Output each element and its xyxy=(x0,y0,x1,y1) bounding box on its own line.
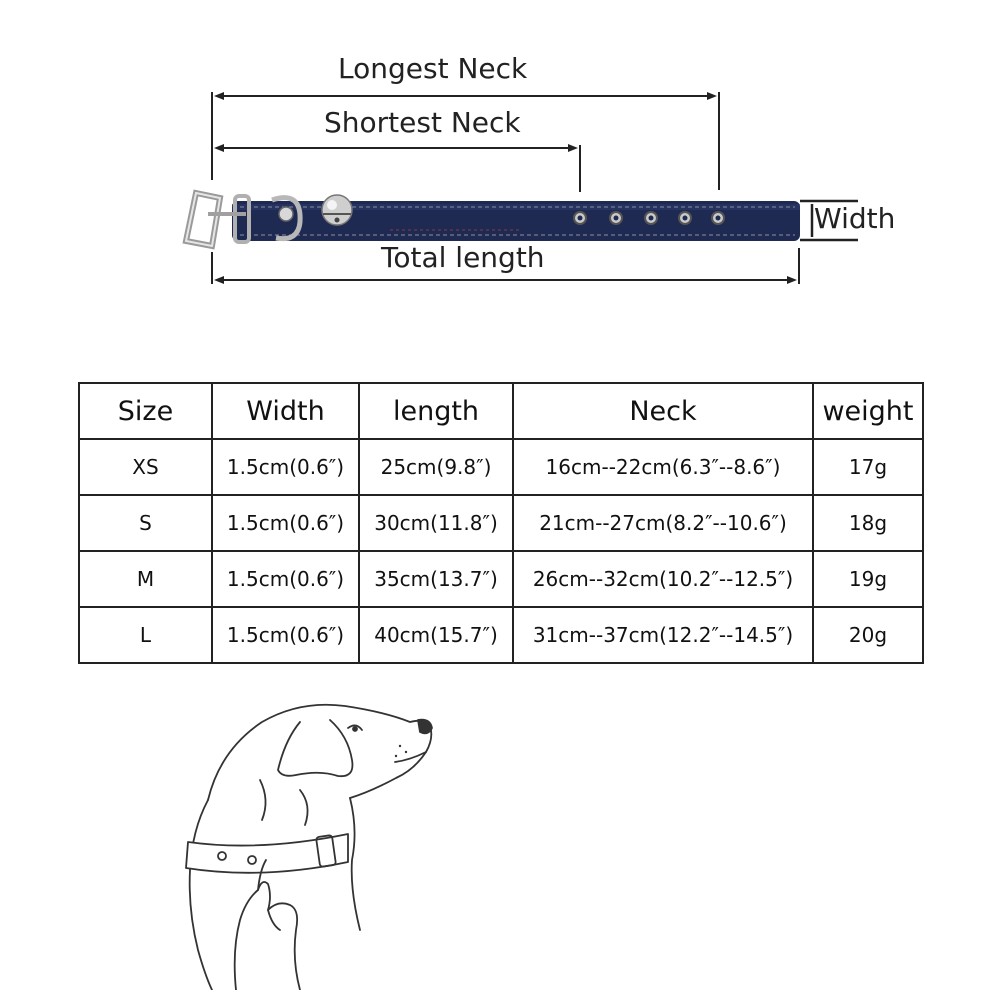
cell-length: 25cm(9.8″) xyxy=(358,438,514,496)
cell-neck: 16cm--22cm(6.3″--8.6″) xyxy=(512,438,814,496)
cell-width: 1.5cm(0.6″) xyxy=(211,550,360,608)
header-width: Width xyxy=(211,382,360,440)
cell-width: 1.5cm(0.6″) xyxy=(211,438,360,496)
cell-size: XS xyxy=(78,438,213,496)
cell-weight: 19g xyxy=(812,550,924,608)
cell-neck: 26cm--32cm(10.2″--12.5″) xyxy=(512,550,814,608)
cell-length: 30cm(11.8″) xyxy=(358,494,514,552)
cell-size: M xyxy=(78,550,213,608)
cell-size: S xyxy=(78,494,213,552)
table-row: XS 1.5cm(0.6″) 25cm(9.8″) 16cm--22cm(6.3… xyxy=(78,438,924,496)
collar-diagram xyxy=(182,92,858,284)
header-weight: weight xyxy=(812,382,924,440)
cell-size: L xyxy=(78,606,213,664)
header-length: length xyxy=(358,382,514,440)
table-row: L 1.5cm(0.6″) 40cm(15.7″) 31cm--37cm(12.… xyxy=(78,606,924,664)
buckle-icon xyxy=(182,189,246,250)
bell-icon xyxy=(321,194,353,226)
header-neck: Neck xyxy=(512,382,814,440)
cell-neck: 21cm--27cm(8.2″--10.6″) xyxy=(512,494,814,552)
table-row: S 1.5cm(0.6″) 30cm(11.8″) 21cm--27cm(8.2… xyxy=(78,494,924,552)
cell-length: 40cm(15.7″) xyxy=(358,606,514,664)
width-label: Width xyxy=(814,202,896,235)
width-dimension xyxy=(800,199,858,242)
longest-neck-dimension xyxy=(211,92,720,190)
collar-image xyxy=(232,194,800,244)
cell-weight: 17g xyxy=(812,438,924,496)
shortest-neck-label: Shortest Neck xyxy=(324,106,521,139)
cell-neck: 31cm--37cm(12.2″--14.5″) xyxy=(512,606,814,664)
cell-width: 1.5cm(0.6″) xyxy=(211,606,360,664)
longest-neck-label: Longest Neck xyxy=(338,52,528,85)
table-row: M 1.5cm(0.6″) 35cm(13.7″) 26cm--32cm(10.… xyxy=(78,550,924,608)
cell-length: 35cm(13.7″) xyxy=(358,550,514,608)
total-length-label: Total length xyxy=(381,241,545,274)
cell-weight: 18g xyxy=(812,494,924,552)
cell-weight: 20g xyxy=(812,606,924,664)
size-table: Size Width length Neck weight XS 1.5cm(0… xyxy=(78,382,924,664)
total-length-dimension xyxy=(211,248,800,284)
cell-width: 1.5cm(0.6″) xyxy=(211,494,360,552)
dog-illustration xyxy=(185,703,433,990)
header-size: Size xyxy=(78,382,213,440)
table-header-row: Size Width length Neck weight xyxy=(78,382,924,440)
shortest-neck-dimension xyxy=(214,144,581,192)
